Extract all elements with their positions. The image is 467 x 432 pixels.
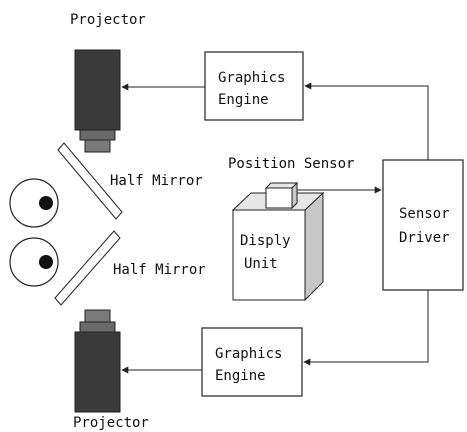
sensor-driver: Sensor Driver: [382, 159, 464, 291]
graphics-engine-bottom-line1: Graphics: [215, 346, 282, 362]
half-mirror-top-label: Half Mirror: [110, 173, 203, 189]
projector-top-label: Projector: [70, 12, 146, 28]
display-unit: Disply Unit: [231, 191, 325, 302]
display-unit-line2: Unit: [244, 256, 278, 272]
projector-top: [74, 49, 121, 153]
eye-bottom-icon: [9, 237, 59, 287]
half-mirror-top: [57, 142, 123, 220]
position-sensor-cube: [264, 181, 299, 210]
graphics-engine-top: Graphics Engine: [204, 51, 304, 121]
projector-bottom: [74, 309, 121, 413]
graphics-engine-top-line1: Graphics: [218, 70, 285, 86]
arrow-driver-to-graphics-top: [304, 82, 429, 160]
half-mirror-bottom-label: Half Mirror: [113, 262, 206, 278]
eye-top-icon: [9, 178, 59, 228]
projector-bottom-label: Projector: [73, 415, 149, 431]
sensor-driver-line1: Sensor: [399, 206, 450, 222]
position-sensor-label: Position Sensor: [228, 156, 354, 172]
graphics-engine-bottom: Graphics Engine: [201, 327, 303, 397]
display-unit-line1: Disply: [240, 233, 291, 249]
graphics-engine-bottom-line2: Engine: [215, 368, 266, 384]
arrow-driver-to-graphics-bottom: [303, 290, 429, 366]
graphics-engine-top-line2: Engine: [218, 92, 269, 108]
sensor-driver-line2: Driver: [399, 230, 450, 246]
half-mirror-bottom: [54, 230, 121, 306]
